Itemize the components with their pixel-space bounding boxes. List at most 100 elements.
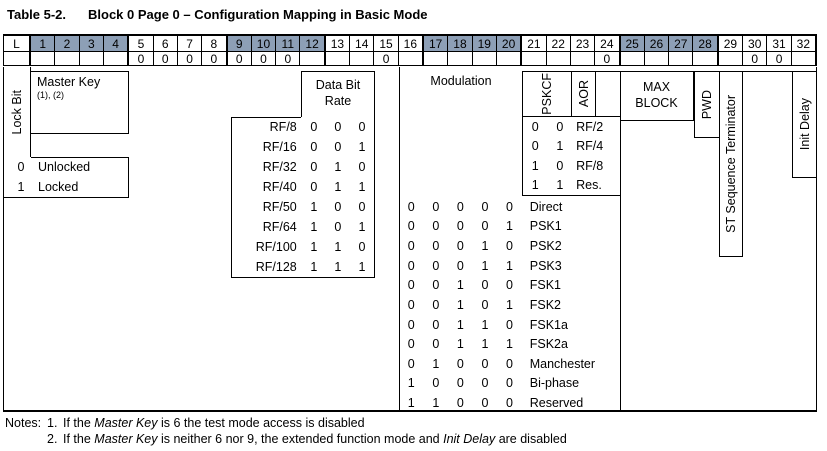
bit-header-cell: 20 [496,36,523,52]
bit-value: 0 [556,158,564,173]
lock-bit-label: Lock Bit [9,89,24,135]
bit-value: 0 [358,160,366,174]
pskcf-option-label: Res. [576,178,602,193]
note-text-segment: If the [63,416,95,430]
bit-value: 1 [407,376,415,391]
bit-value-cell: 0 [177,52,203,66]
bit-value: 0 [407,278,415,293]
bit-value: 1 [358,220,366,234]
bit-value: 1 [481,258,489,273]
max-block-label-line2: BLOCK [635,96,678,110]
bit-value: 1 [456,317,464,332]
bit-header-cell: 18 [448,36,473,52]
pskcf-box: PSKCF [522,71,571,116]
bit-value-cell [398,52,424,66]
bit-value-cell: 0 [153,52,178,66]
modulation-name: Reserved [529,396,584,411]
modulation-name: FSK2 [529,297,561,312]
bit-value: 1 [358,260,366,274]
rf-table-top-border [231,117,301,118]
bit-value: 1 [358,140,366,154]
data-bit-rate-label-line2: Rate [324,94,352,108]
bit-value-cell [31,52,56,66]
rf-label: RF/32 [262,160,297,174]
bit-value: 0 [358,120,366,134]
bit-value: 0 [456,219,464,234]
bit-value: 0 [432,199,440,214]
modulation-name: FSK1a [529,317,568,332]
bit-value: 0 [481,376,489,391]
data-bit-rate-label-line1: Data Bit [315,78,361,92]
bit-value: 0 [456,199,464,214]
bit-value-cell [448,52,473,66]
note-item: Notes:1.If the Master Key is 6 the test … [5,415,567,431]
bit-header-cell: 17 [424,36,449,52]
max-block-box: MAX BLOCK [620,71,694,121]
bit-value: 0 [531,119,539,134]
note-item: 2.If the Master Key is neither 6 nor 9, … [5,431,567,447]
init-delay-label: Init Delay [797,98,812,151]
rf-label: RF/16 [262,140,297,154]
bit-header-cell: 11 [276,36,301,52]
bit-value: 0 [456,396,464,411]
modulation-name: FSK1 [529,278,561,293]
note-text-segment: If the [63,432,95,446]
bit-value: 0 [456,356,464,371]
bit-value: 0 [456,258,464,273]
bit-value: 0 [334,220,342,234]
bit-header-cell: 30 [743,36,768,52]
bit-value-cell [325,52,351,66]
lock-bit-column: Lock Bit [3,67,31,157]
bit-header-cell: 23 [570,36,596,52]
bit-value-cell [718,52,744,66]
bit-header-cell: 4 [103,36,130,52]
master-key-note-refs: (1), (2) [37,90,64,100]
bit-value: 0 [407,219,415,234]
bit-value-cell: 0 [767,52,792,66]
modulation-name: PSK2 [529,239,562,254]
note-text: If the Master Key is 6 the test mode acc… [63,415,365,431]
pwd-label: PWD [700,89,714,120]
bit-value-cell [644,52,670,66]
bit-header-cell: 27 [669,36,694,52]
modulation-left-border [399,67,400,412]
master-key-label: Master Key [37,75,101,89]
pwd-box: PWD [694,71,719,138]
bit-value: 0 [432,239,440,254]
bit-value: 1 [531,158,539,173]
bit-header-cell: 10 [251,36,277,52]
bit-value-cell [4,52,31,66]
bit-value: 0 [432,317,440,332]
note-number: 1. [47,416,58,430]
bit-value-cell: 0 [227,52,252,66]
table-title: Block 0 Page 0 – Configuration Mapping i… [88,7,428,22]
bit-value: 1 [334,160,342,174]
bit-value-cell [496,52,523,66]
bit-value-cell: 0 [251,52,277,66]
bit-value: 0 [407,337,415,352]
bit-header-cell: 6 [153,36,178,52]
aor-box: AOR [571,71,596,116]
bits-30-31-bottom-border [743,71,792,72]
rf-label: RF/8 [269,120,297,134]
bit-value: 1 [505,297,513,312]
bit-value: 1 [334,180,342,194]
bit-header-cell: 31 [767,36,792,52]
bit-header-cell: 5 [129,36,154,52]
notes: Notes:1.If the Master Key is 6 the test … [5,415,567,447]
bit-header-cell: L [4,36,31,52]
bit-header-cell: 22 [546,36,571,52]
bit-value: 1 [334,240,342,254]
bit-value: 1 [481,337,489,352]
rf-label: RF/64 [262,220,297,234]
bit-value: 0 [481,396,489,411]
